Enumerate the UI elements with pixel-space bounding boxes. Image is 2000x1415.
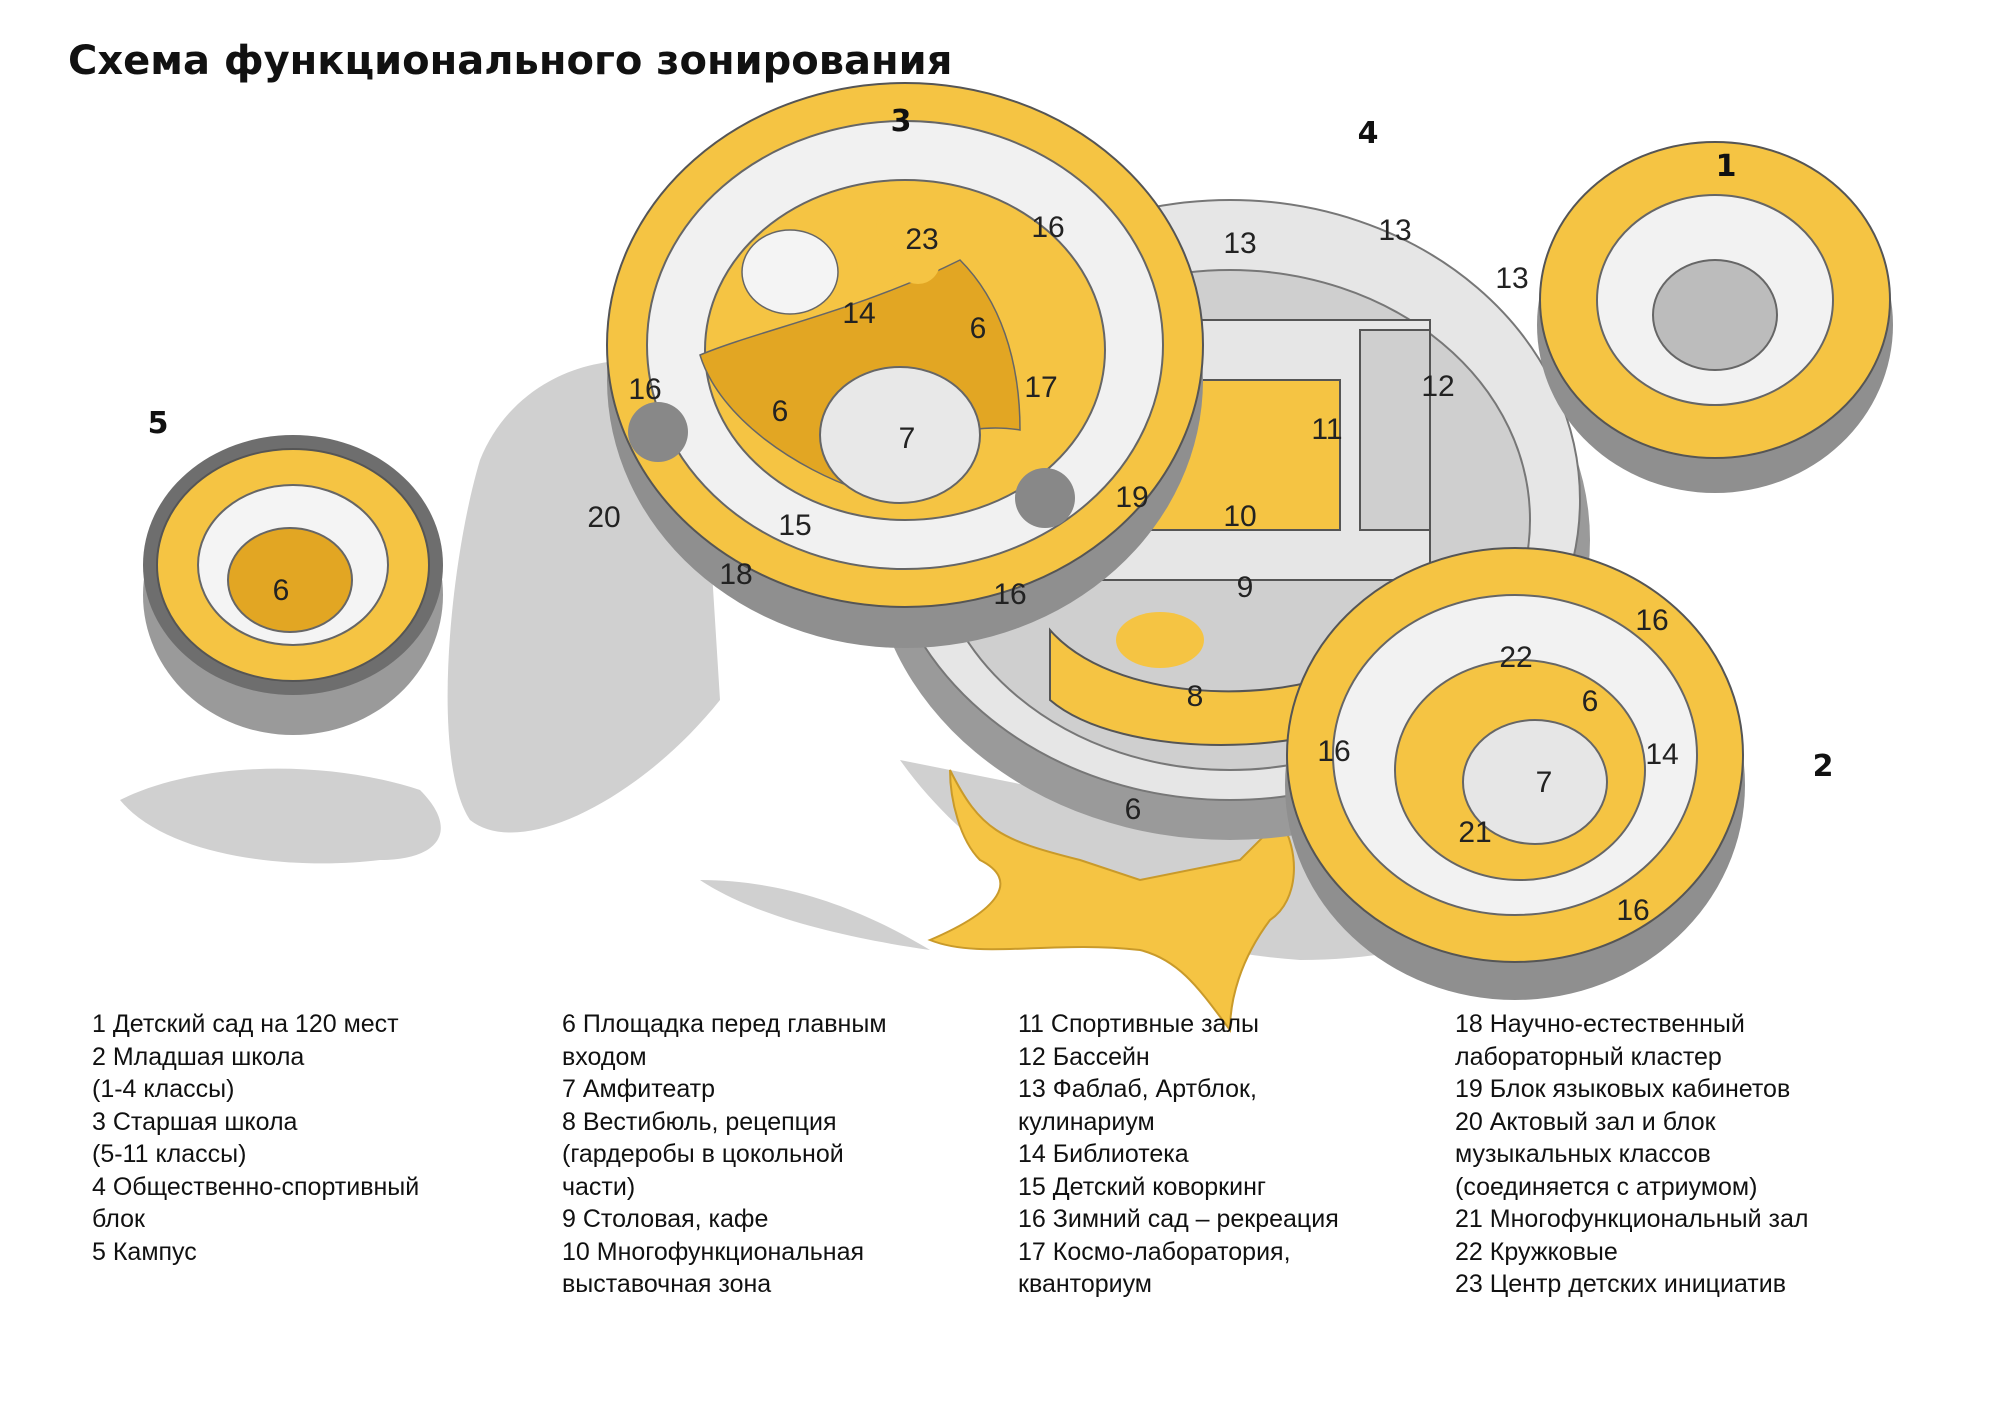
zone-label: 7 [1536, 766, 1553, 799]
legend-line: 22 Кружковые [1455, 1237, 1618, 1266]
zone-label: 22 [1499, 641, 1532, 674]
zone-label: 6 [273, 574, 290, 607]
zone-label: 16 [628, 373, 661, 406]
zone-label: 8 [1187, 680, 1204, 713]
zone-label: 18 [719, 558, 752, 591]
legend-line: 17 Космо-лаборатория, [1018, 1237, 1291, 1266]
zone-label: 9 [1237, 571, 1254, 604]
zone-label: 15 [778, 509, 811, 542]
zone-label: 17 [1024, 371, 1057, 404]
zone-label: 13 [1495, 262, 1528, 295]
zone-label: 19 [1115, 481, 1148, 514]
zone-label: 16 [1317, 735, 1350, 768]
page-title: Схема функционального зонирования [68, 38, 953, 84]
legend-line: 16 Зимний сад – рекреация [1018, 1205, 1339, 1233]
legend-line: 10 Многофункциональная [562, 1237, 865, 1266]
legend-line: 11 Спортивные залы [1018, 1010, 1259, 1038]
zone-label: 14 [1645, 738, 1678, 771]
legend-line: 2 Младшая школа [92, 1042, 305, 1071]
zone-label: 16 [1031, 211, 1064, 244]
legend-line: 21 Многофункциональный зал [1455, 1205, 1809, 1233]
legend-line: (соединяется с атриумом) [1455, 1172, 1758, 1201]
legend-line: (гардеробы в цокольной [562, 1140, 844, 1168]
building-2 [1285, 547, 1745, 1000]
building-number: 2 [1813, 749, 1834, 784]
legend-line: 23 Центр детских инициатив [1455, 1270, 1787, 1298]
zone-label: 10 [1223, 500, 1256, 533]
zone-label: 6 [970, 312, 987, 345]
legend-line: 4 Общественно-спортивный [92, 1172, 420, 1201]
legend-line: выставочная зона [562, 1270, 772, 1298]
legend-column-4: 18 Научно-естественный лабораторный клас… [1455, 1008, 1808, 1301]
zone-label: 14 [842, 297, 875, 330]
main-plaza [927, 769, 1295, 1033]
zone-label: 7 [899, 422, 916, 455]
zone-label: 16 [993, 578, 1026, 611]
zone-label: 21 [1458, 816, 1491, 849]
legend-line: (1-4 классы) [92, 1075, 235, 1103]
zone-label: 6 [1125, 793, 1142, 826]
building-number: 4 [1358, 116, 1379, 151]
legend-line: части) [562, 1172, 636, 1201]
legend-line: 14 Библиотека [1018, 1140, 1189, 1168]
building-3 [606, 82, 1204, 648]
legend-line: кванториум [1018, 1270, 1152, 1298]
zone-label: 20 [587, 501, 620, 534]
legend-line: (5-11 классы) [92, 1140, 247, 1168]
legend-line: 6 Площадка перед главным [562, 1010, 887, 1038]
legend-line: 15 Детский коворкинг [1018, 1172, 1266, 1201]
zone-label: 13 [1378, 214, 1411, 247]
legend-line: 9 Столовая, кафе [562, 1205, 769, 1233]
building-number: 1 [1716, 149, 1737, 184]
building-number: 5 [148, 406, 169, 441]
legend-line: блок [92, 1205, 145, 1233]
zone-label: 12 [1421, 370, 1454, 403]
legend-line: 8 Вестибюль, рецепция [562, 1107, 837, 1136]
legend-line: входом [562, 1042, 647, 1071]
legend-line: 12 Бассейн [1018, 1042, 1150, 1071]
legend-line: 7 Амфитеатр [562, 1075, 716, 1103]
legend-column-2: 6 Площадка перед главным входом 7 Амфите… [562, 1008, 887, 1301]
zone-label: 11 [1311, 413, 1342, 446]
legend-line: лабораторный кластер [1455, 1042, 1722, 1071]
zone-label: 23 [905, 223, 938, 256]
zone-label: 6 [1582, 685, 1599, 718]
legend-line: 18 Научно-естественный [1455, 1010, 1745, 1038]
legend-line: 13 Фаблаб, Артблок, [1018, 1075, 1257, 1103]
zone-label: 13 [1223, 227, 1256, 260]
building-number: 3 [891, 104, 912, 139]
legend-line: 20 Актовый зал и блок [1455, 1107, 1716, 1136]
legend-line: 1 Детский сад на 120 мест [92, 1010, 399, 1038]
legend-line: кулинариум [1018, 1107, 1155, 1136]
legend-line: 3 Старшая школа [92, 1107, 298, 1136]
legend-column-1: 1 Детский сад на 120 мест 2 Младшая школ… [92, 1008, 419, 1268]
legend-line: 5 Кампус [92, 1237, 197, 1266]
legend-line: музыкальных классов [1455, 1140, 1711, 1168]
building-5 [143, 435, 443, 735]
legend-column-3: 11 Спортивные залы 12 Бассейн 13 Фаблаб,… [1018, 1008, 1339, 1301]
building-1 [1537, 141, 1893, 493]
zone-label: 16 [1635, 604, 1668, 637]
zone-label: 6 [772, 395, 789, 428]
zone-label: 16 [1616, 894, 1649, 927]
legend-line: 19 Блок языковых кабинетов [1455, 1075, 1791, 1103]
